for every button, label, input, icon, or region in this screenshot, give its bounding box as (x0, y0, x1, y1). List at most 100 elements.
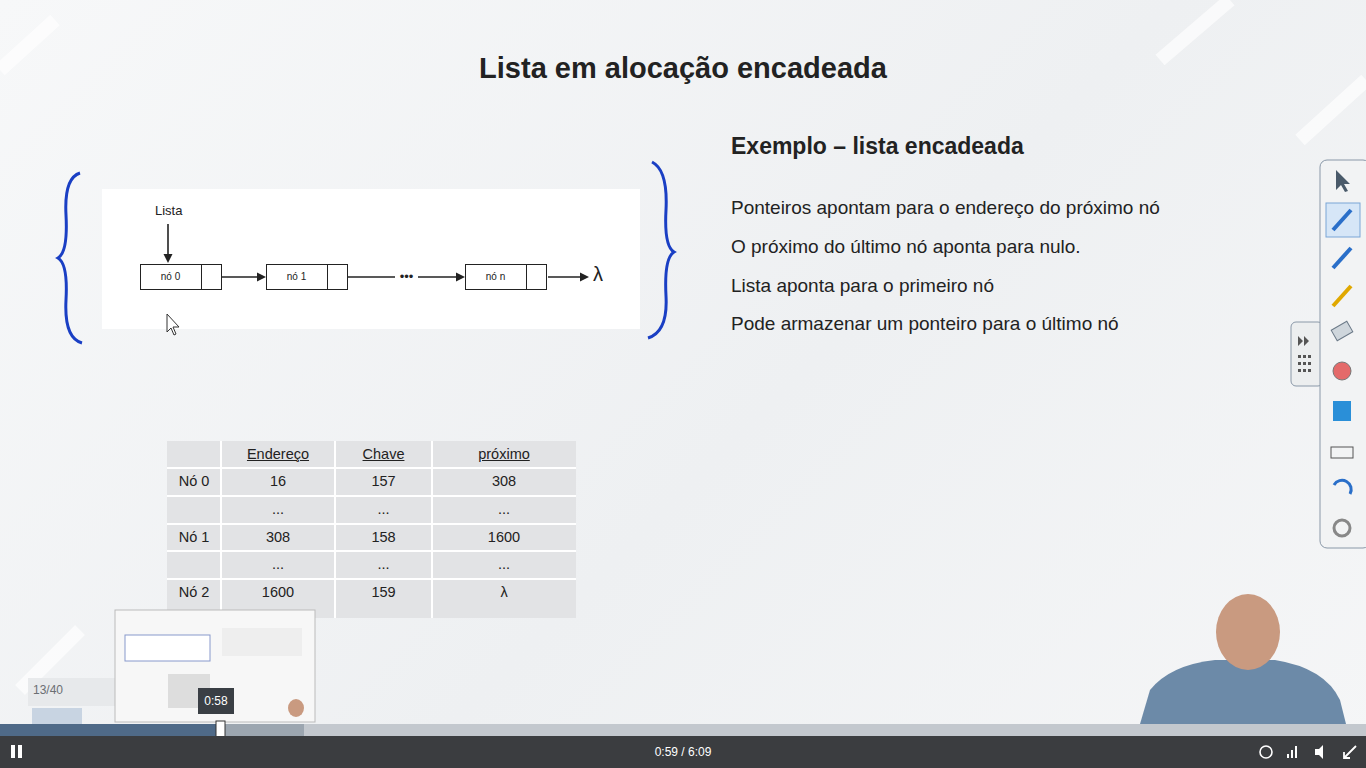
tool-icon (1334, 480, 1351, 494)
tool-icon (1333, 248, 1351, 268)
presenter-head (1216, 594, 1280, 670)
grid-line (167, 467, 576, 469)
tool-icon (1331, 447, 1353, 458)
control-bar (0, 736, 1366, 768)
pen-toolbar (1291, 160, 1366, 548)
node-label: nó 1 (287, 271, 306, 282)
mouse-cursor (167, 314, 179, 335)
preview-thumbnail (115, 610, 315, 722)
table-cell: Nó 0 (167, 468, 221, 495)
thumbnail-part (125, 635, 210, 661)
grid-line (167, 495, 576, 497)
decor-stripes (0, 0, 1366, 690)
table-header: próximo (432, 441, 576, 468)
table-cell: 159 (335, 579, 432, 606)
tool-selected (1326, 203, 1360, 237)
diagram-image (102, 189, 640, 329)
pause-icon (18, 745, 22, 758)
pointer-line (167, 224, 169, 256)
table-grid (167, 441, 576, 618)
pointer-field (327, 265, 347, 289)
pointer-field (201, 265, 221, 289)
presenter-shirt (1140, 660, 1346, 724)
table-cell: 16 (221, 468, 335, 495)
table-ground (167, 441, 576, 618)
grid-line (167, 578, 576, 580)
tool-icon (1333, 362, 1351, 380)
list-node: nó 0 (140, 264, 222, 290)
connector (222, 273, 266, 282)
tool-icon (1333, 401, 1351, 421)
control-icon (1344, 746, 1356, 758)
pointer-head (164, 254, 173, 263)
control-icon (1287, 746, 1297, 758)
time-badge (198, 688, 234, 714)
progress-track (0, 724, 1366, 736)
bullet-text: Ponteiros apontam para o endereço do pró… (731, 197, 1160, 219)
tool-icon (1333, 210, 1351, 230)
tool-icon (1331, 321, 1353, 340)
arrow-head (257, 273, 266, 282)
thumbnail-part (288, 699, 304, 717)
pause-icon (11, 745, 15, 758)
bullet-text: Lista aponta para o primeiro nó (731, 275, 994, 297)
grid-line (167, 550, 576, 552)
toolbar-tab (1291, 322, 1323, 386)
control-icon (1260, 746, 1272, 758)
grid-line (167, 523, 576, 525)
connector-line (222, 276, 259, 278)
hover-time: 0:58 (204, 694, 227, 708)
memory-table (167, 441, 576, 618)
table-cell: ... (335, 496, 432, 523)
progress-played (0, 724, 220, 736)
list-node: nó n (465, 264, 547, 290)
table-cell: λ (432, 579, 576, 606)
table-cell: Nó 2 (167, 579, 221, 606)
table-cell: Nó 1 (167, 524, 221, 551)
table-cell: ... (432, 496, 576, 523)
counter-box (28, 678, 116, 706)
table-cell: 157 (335, 468, 432, 495)
toolbar-panel (1320, 160, 1366, 548)
bullet-text: O próximo do último nó aponta para nulo. (731, 236, 1081, 258)
stripe (0, 20, 55, 70)
tool-icon (1334, 520, 1350, 536)
node-label: nó n (486, 271, 505, 282)
pointer-name: Lista (155, 203, 182, 218)
null-symbol: λ (593, 263, 603, 286)
table-cell: ... (335, 551, 432, 578)
node-label: nó 0 (161, 271, 180, 282)
section-heading: Exemplo – lista encadeada (731, 133, 1024, 160)
stripe (1300, 80, 1366, 140)
table-cell: 1600 (432, 524, 576, 551)
table-cell: 308 (221, 524, 335, 551)
control-icon (1315, 745, 1323, 759)
thumbnail-part (222, 628, 302, 656)
tool-icon (1333, 286, 1351, 306)
thumbnail-frame (115, 610, 315, 722)
null-arrow (548, 276, 582, 278)
slide-counter: 13/40 (33, 683, 63, 697)
null-head (580, 273, 589, 282)
table-cell: ... (221, 551, 335, 578)
brace-left (58, 173, 82, 343)
edge-label: ••• (395, 269, 419, 285)
bullet-text: Pode armazenar um ponteiro para o último… (731, 313, 1119, 335)
table-header: Endereço (221, 441, 335, 468)
table-cell: ... (221, 496, 335, 523)
table-cell: 158 (335, 524, 432, 551)
progress-buffer (220, 724, 304, 736)
table-cell: ... (432, 551, 576, 578)
arrow-head (456, 273, 465, 282)
list-node: nó 1 (266, 264, 348, 290)
tool-icon (1336, 170, 1350, 192)
stripe (1160, 0, 1230, 60)
nav-button (32, 708, 82, 724)
table-header: Chave (335, 441, 432, 468)
table-cell: 1600 (221, 579, 335, 606)
time-display: 0:59 / 6:09 (655, 745, 712, 759)
tab-icon (1298, 336, 1311, 372)
